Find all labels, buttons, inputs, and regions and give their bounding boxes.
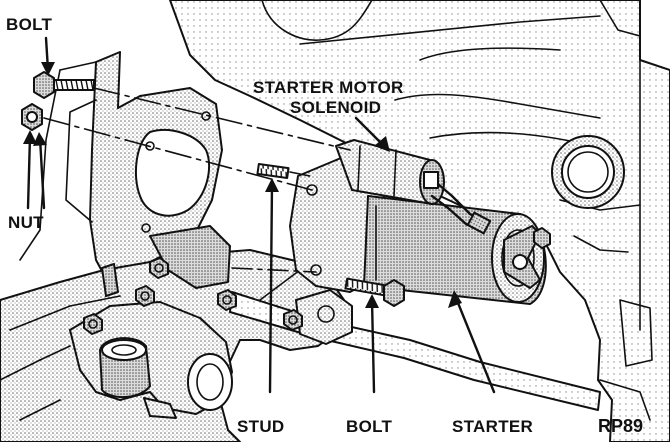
nut-mount-2 <box>135 285 155 307</box>
figure-code: RP89 <box>598 416 643 436</box>
starter-motor <box>289 139 551 305</box>
label-bolt-top: BOLT <box>6 15 53 34</box>
fastener-nuts <box>83 257 303 335</box>
nut-mount-3 <box>217 289 237 311</box>
stud <box>256 162 290 180</box>
label-starter: STARTER <box>452 417 533 436</box>
label-nut: NUT <box>8 213 44 232</box>
callouts: BOLT NUT STARTER MOTOR SOLENOID STUD BOL… <box>6 15 643 436</box>
top-nut <box>21 103 43 131</box>
label-stud: STUD <box>237 417 284 436</box>
top-bolt <box>33 71 95 99</box>
label-solenoid-line2: SOLENOID <box>290 98 381 117</box>
nut-mount-4 <box>83 313 103 335</box>
nut-mount-5 <box>283 309 303 331</box>
leader-lines <box>23 36 496 394</box>
nut-mount-1 <box>149 257 169 279</box>
label-bolt-bottom: BOLT <box>346 417 393 436</box>
label-solenoid-line1: STARTER MOTOR <box>253 78 404 97</box>
bottom-bolt <box>344 277 405 307</box>
alignment-lines <box>43 87 351 273</box>
outlet-housing <box>69 301 233 419</box>
engine-block <box>169 0 670 442</box>
